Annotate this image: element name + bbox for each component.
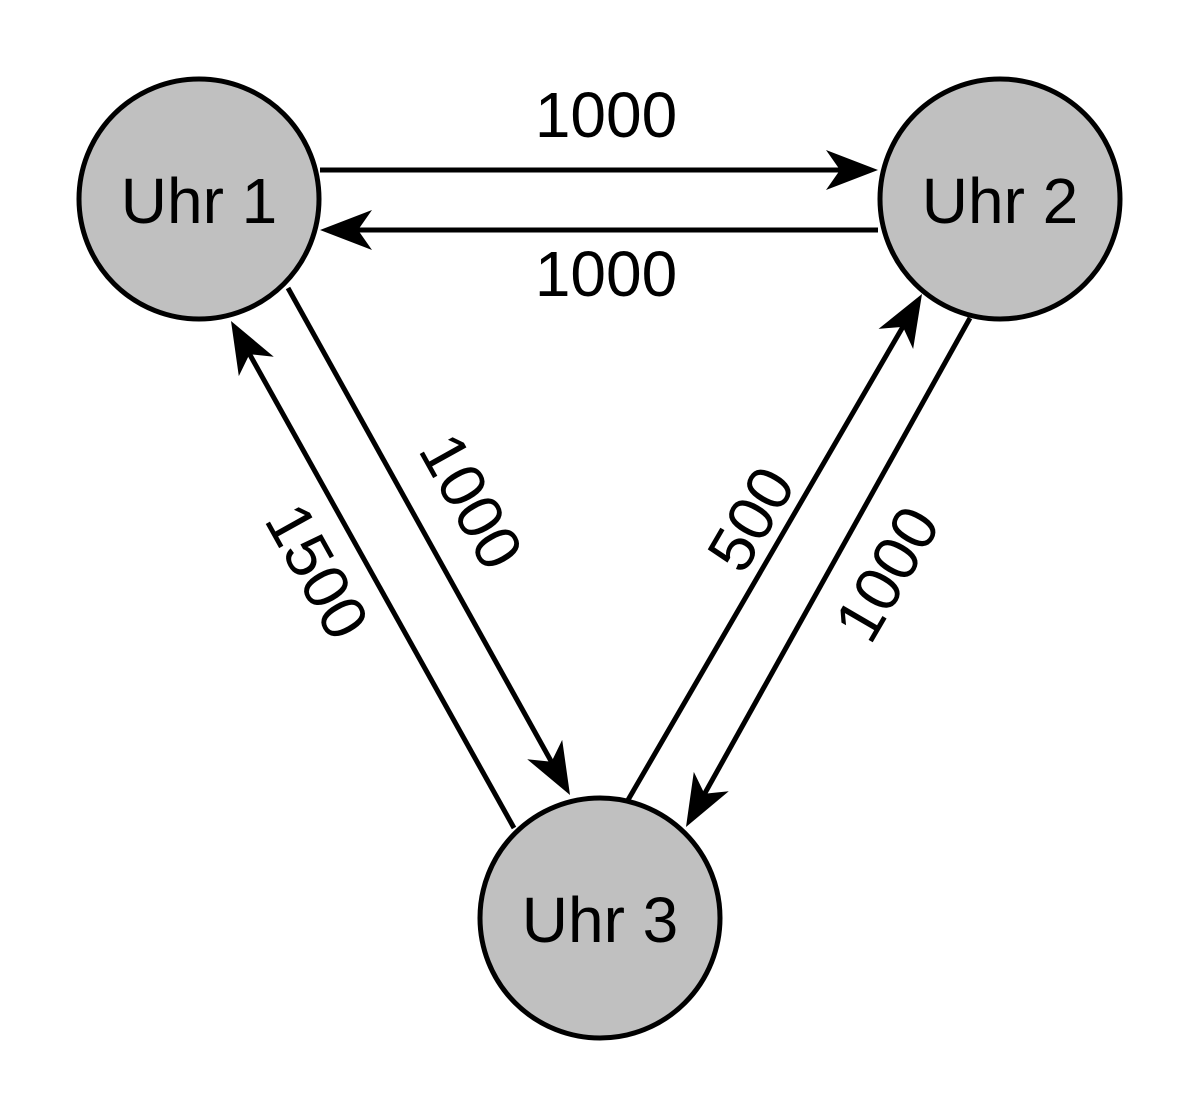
arrow-head <box>527 739 570 795</box>
arrow-head <box>320 210 372 250</box>
node-label: Uhr 1 <box>121 165 278 237</box>
edge-uhr1-to-uhr2: 1000 <box>320 79 878 190</box>
edge-label: 500 <box>693 455 809 584</box>
node-uhr2: Uhr 2 <box>877 76 1123 322</box>
node-uhr3: Uhr 3 <box>477 795 723 1041</box>
edge-label: 1000 <box>535 79 677 151</box>
edge-label: 1500 <box>251 492 383 651</box>
node-label: Uhr 2 <box>922 165 1079 237</box>
node-label: Uhr 3 <box>522 884 679 956</box>
edge-label: 1000 <box>405 422 537 581</box>
edge-line <box>625 316 911 802</box>
edge-line <box>285 286 559 772</box>
edge-line <box>242 344 517 830</box>
node-circle <box>76 76 322 322</box>
node-circle <box>477 795 723 1041</box>
edge-uhr2-to-uhr3: 1000 <box>686 316 973 827</box>
edge-uhr2-to-uhr1: 1000 <box>320 210 878 310</box>
edge-line <box>697 316 973 804</box>
edge-label: 1000 <box>820 494 954 653</box>
node-circle <box>877 76 1123 322</box>
arrow-head <box>878 294 922 350</box>
arrow-head <box>686 771 729 827</box>
arrow-head <box>231 321 274 377</box>
arrow-head <box>826 150 878 190</box>
edge-label: 1000 <box>535 238 677 310</box>
node-uhr1: Uhr 1 <box>76 76 322 322</box>
